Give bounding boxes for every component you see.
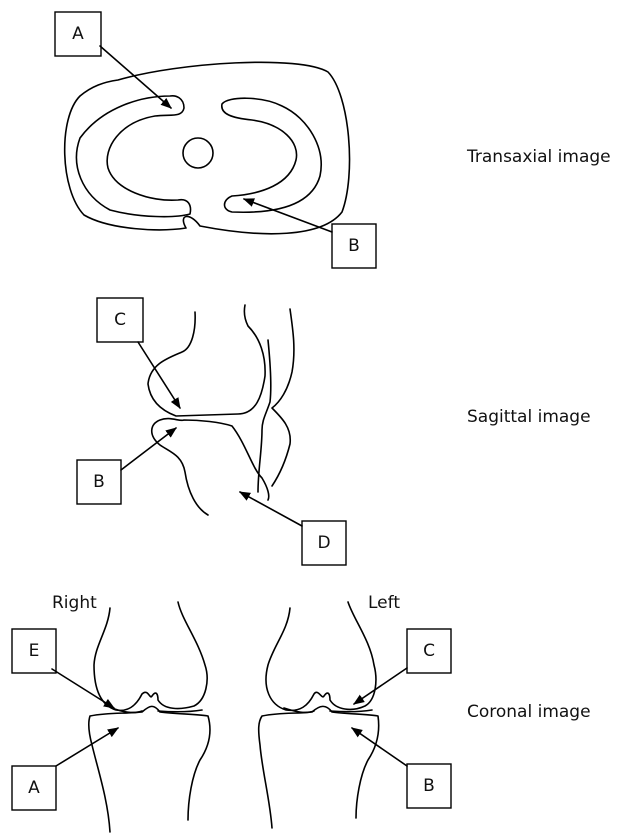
coronal-left-femur-contour xyxy=(266,602,376,710)
coronal-label-b: B xyxy=(423,776,435,796)
coronal-caption: Coronal image xyxy=(467,702,591,722)
sagittal-arrow-d xyxy=(240,492,302,526)
coronal-side-left: Left xyxy=(368,593,400,613)
transaxial-right-condyle-contour xyxy=(77,96,191,217)
coronal-right-tibia-contour xyxy=(89,706,210,832)
transaxial-view: A B Transaxial image xyxy=(55,12,611,268)
coronal-arrow-e xyxy=(52,669,114,708)
transaxial-central-circle xyxy=(183,138,213,168)
transaxial-label-b: B xyxy=(348,236,360,256)
coronal-label-e: E xyxy=(29,641,40,661)
transaxial-left-condyle-contour xyxy=(222,98,321,212)
transaxial-arrow-b xyxy=(244,199,332,232)
sagittal-arrow-c xyxy=(138,342,180,408)
coronal-arrow-b xyxy=(352,728,407,766)
coronal-left-tibia-contour xyxy=(259,706,379,828)
coronal-arrow-a xyxy=(56,728,118,766)
sagittal-caption: Sagittal image xyxy=(467,407,591,427)
transaxial-label-a: A xyxy=(72,24,84,44)
sagittal-femur-contour xyxy=(148,305,265,416)
sagittal-label-c: C xyxy=(114,310,126,330)
coronal-label-a: A xyxy=(28,778,40,798)
coronal-view: Right Left E A C B Coronal image xyxy=(12,593,591,832)
coronal-right-femur-contour xyxy=(94,602,207,710)
coronal-label-c: C xyxy=(423,641,435,661)
coronal-side-right: Right xyxy=(52,593,97,613)
transaxial-arrow-a xyxy=(100,46,171,108)
transaxial-caption: Transaxial image xyxy=(466,147,611,167)
sagittal-label-b: B xyxy=(93,472,105,492)
sagittal-label-d: D xyxy=(317,533,330,553)
coronal-arrow-c xyxy=(354,668,407,704)
sagittal-posterior-contour-outer xyxy=(272,309,294,486)
sagittal-view: C B D Sagittal image xyxy=(77,298,591,565)
